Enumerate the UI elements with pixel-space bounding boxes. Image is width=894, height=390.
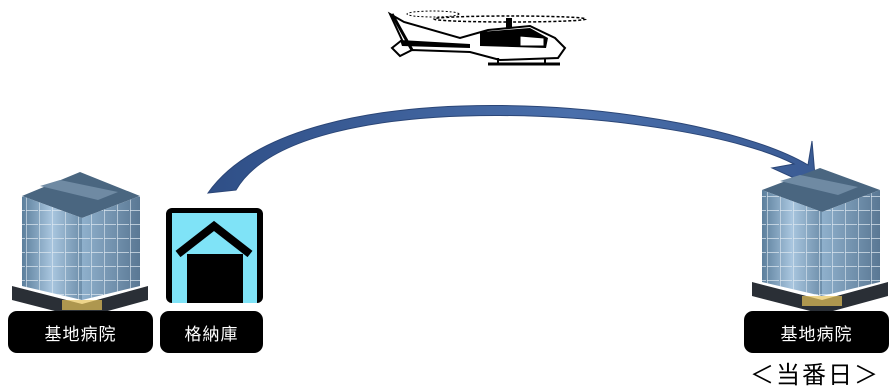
left-hospital-label: 基地病院 bbox=[8, 311, 153, 353]
hangar-label: 格納庫 bbox=[160, 311, 263, 353]
flight-arrow-icon bbox=[208, 105, 816, 193]
duty-day-label: ＜当番日＞ bbox=[736, 355, 894, 387]
hangar-icon bbox=[166, 208, 263, 303]
left-building-icon bbox=[12, 172, 148, 318]
helicopter-icon bbox=[390, 11, 586, 64]
right-hospital-label: 基地病院 bbox=[744, 311, 889, 353]
right-building-icon bbox=[752, 168, 888, 314]
